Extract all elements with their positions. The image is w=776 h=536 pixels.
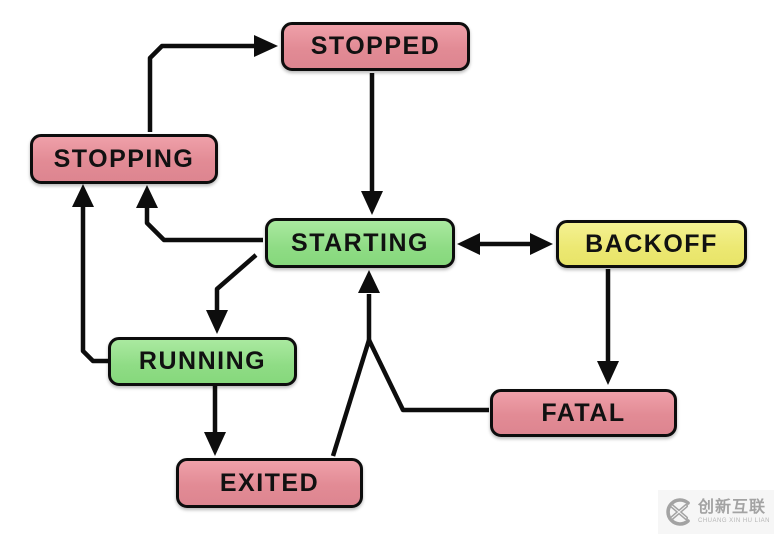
edge-starting-running — [214, 253, 258, 311]
edge-running-stopping — [80, 206, 109, 364]
state-node-stopped: STOPPED — [281, 22, 470, 71]
arrowhead-stopped-starting — [361, 191, 383, 215]
state-node-backoff: BACKOFF — [556, 220, 747, 268]
arrowhead-stopping-stopped — [254, 35, 278, 57]
state-label-stopping: STOPPING — [53, 144, 195, 173]
watermark: 创新互联 CHUANG XIN HU LIAN — [658, 490, 774, 534]
arrowhead-starting-running — [206, 310, 228, 334]
edge-exited-starting — [330, 339, 372, 457]
cx-circle-logo-icon — [666, 498, 690, 526]
watermark-subtitle: CHUANG XIN HU LIAN — [698, 518, 771, 524]
watermark-name: 创新互联 — [698, 499, 767, 516]
arrowhead-starting-stopping — [136, 185, 158, 208]
state-label-exited: EXITED — [219, 468, 320, 497]
arrowhead-backoff-starting — [457, 233, 480, 255]
state-label-running: RUNNING — [138, 347, 267, 375]
state-label-backoff: BACKOFF — [585, 229, 718, 258]
state-node-starting: STARTING — [265, 218, 455, 268]
arrowhead-running-stopping — [72, 184, 94, 207]
state-label-fatal: FATAL — [541, 398, 626, 427]
edge-stopping-stopped — [147, 43, 254, 132]
arrowhead-starting-backoff — [530, 233, 553, 255]
state-node-exited: EXITED — [176, 458, 363, 508]
state-node-running: RUNNING — [108, 337, 297, 386]
state-label-stopped: STOPPED — [310, 32, 441, 60]
arrowhead-backoff-fatal — [597, 361, 619, 385]
arrowhead-merge-starting — [358, 270, 380, 293]
edge-fatal-starting — [366, 339, 489, 413]
state-node-fatal: FATAL — [490, 389, 677, 437]
arrowhead-running-exited — [204, 432, 226, 456]
state-label-starting: STARTING — [291, 228, 429, 257]
state-node-stopping: STOPPING — [30, 134, 218, 184]
edge-starting-stopping — [144, 207, 263, 243]
